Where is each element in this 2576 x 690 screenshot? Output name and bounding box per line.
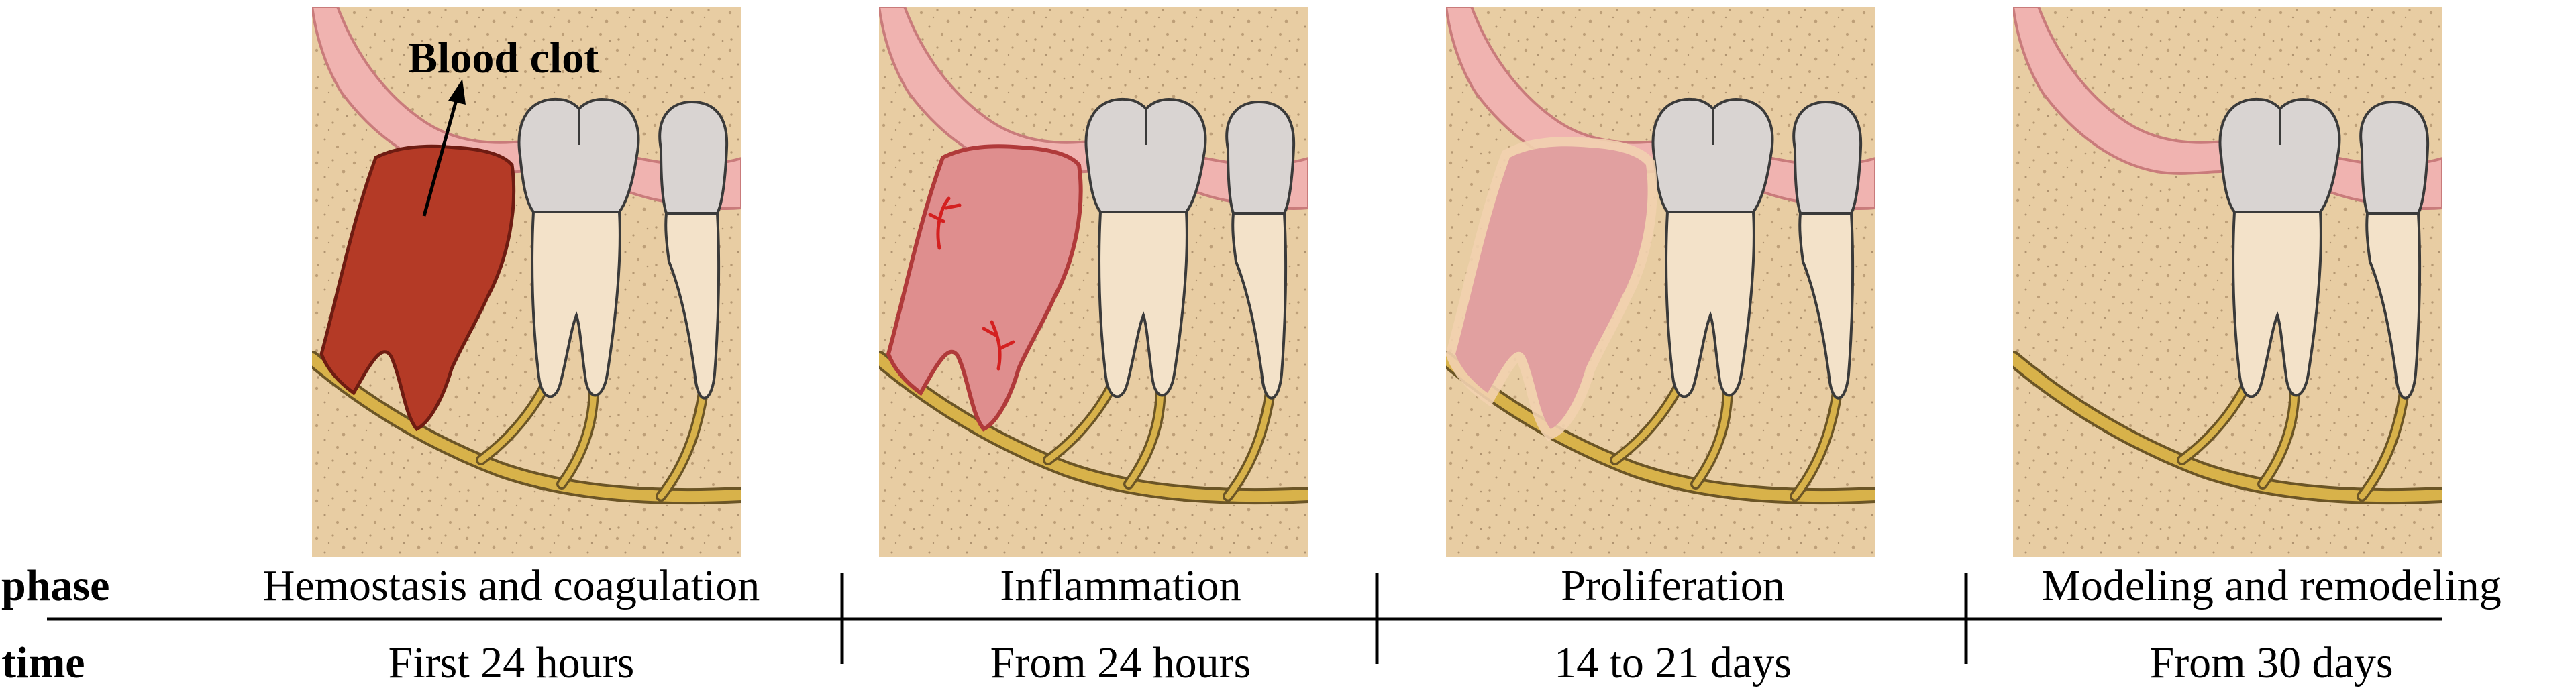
- phase-hemostasis: Hemostasis and coagulation: [263, 561, 760, 610]
- blood-clot-arrow: [422, 79, 466, 217]
- proliferating-socket: [1455, 146, 1648, 429]
- molar-root: [531, 211, 621, 398]
- phase-proliferation: Proliferation: [1561, 561, 1785, 610]
- molar-root: [2365, 212, 2422, 400]
- molar-crown: [2359, 100, 2430, 215]
- molar-crown: [1225, 100, 1296, 215]
- molar-crown: [1792, 100, 1863, 215]
- molar-crown: [658, 100, 729, 215]
- blood-clot-label: Blood clot: [408, 34, 599, 82]
- molar-root: [1798, 212, 1855, 400]
- time-from-30-days: From 30 days: [2150, 638, 2393, 687]
- time-from-24-hours: From 24 hours: [990, 638, 1251, 687]
- stage-panel-2: [879, 7, 1308, 557]
- stage-1-labels: Hemostasis and coagulation First 24 hour…: [263, 561, 760, 687]
- blood-vessel: [982, 320, 1015, 371]
- panels: [312, 7, 2442, 557]
- stage-panel-3: [1446, 7, 1875, 557]
- phase-inflammation: Inflammation: [1000, 561, 1241, 610]
- blood-clot-socket: [319, 144, 516, 432]
- molar-root: [664, 212, 721, 400]
- stage-4-labels: Modeling and remodeling From 30 days: [2041, 561, 2502, 687]
- phase-row-label: phase: [1, 561, 109, 610]
- stage-3-labels: Proliferation 14 to 21 days: [1554, 561, 1792, 687]
- molar-root: [1231, 212, 1288, 400]
- molar-root: [1098, 211, 1188, 398]
- molar-crown: [517, 97, 640, 213]
- molar-crown: [1651, 97, 1774, 213]
- stage-panel-4: [2013, 7, 2442, 557]
- time-14-to-21-days: 14 to 21 days: [1554, 638, 1792, 687]
- molar-crown: [1084, 97, 1207, 213]
- molar-crown: [2218, 97, 2341, 213]
- time-row-label: time: [1, 638, 85, 687]
- stage-2-labels: Inflammation From 24 hours: [990, 561, 1251, 687]
- stage-panel-1: [312, 7, 741, 557]
- phase-modeling-remodeling: Modeling and remodeling: [2041, 561, 2502, 610]
- molar-root: [2232, 211, 2322, 398]
- molar-root: [1665, 211, 1755, 398]
- time-first-24-hours: First 24 hours: [389, 638, 635, 687]
- blood-vessel: [928, 196, 962, 250]
